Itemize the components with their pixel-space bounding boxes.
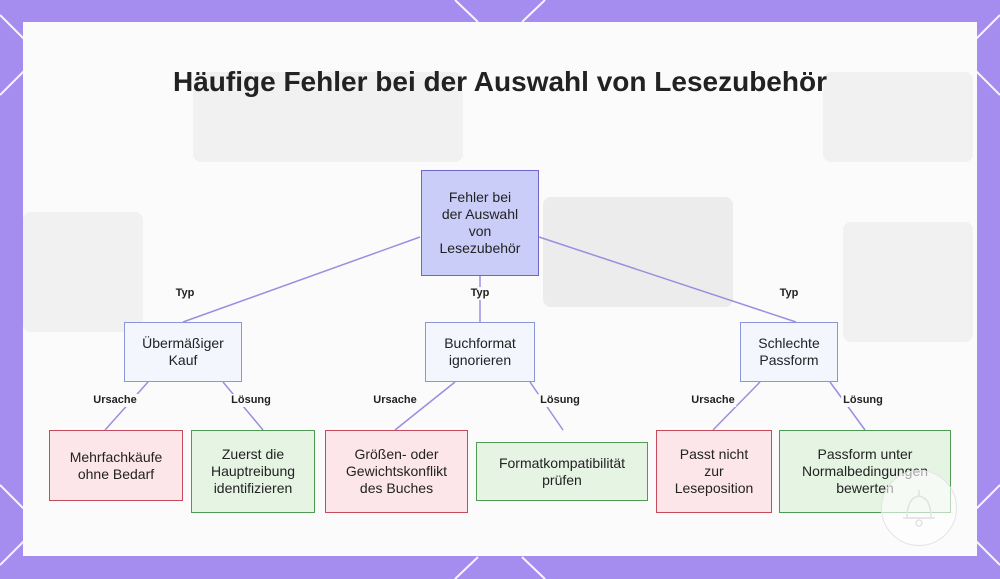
edge-label-cause-3: Ursache [689,394,737,407]
cause-node-poor-fit: Passt nicht zur Leseposition [656,430,772,513]
branch-node-label: Übermäßiger Kauf [142,335,224,368]
cause-node-book-format: Größen- oder Gewichtskonflikt des Buches [325,430,468,513]
fix-node-overbuying: Zuerst die Hauptreibung identifizieren [191,430,315,513]
fix-node-label: Zuerst die Hauptreibung identifizieren [210,446,296,496]
cause-node-overbuying: Mehrfachkäufe ohne Bedarf [49,430,183,501]
cause-node-label: Passt nicht zur Leseposition [674,446,754,496]
branch-node-overbuying: Übermäßiger Kauf [124,322,242,382]
diagram-card: Häufige Fehler bei der Auswahl von Lesez… [23,22,977,556]
root-node-label: Fehler bei der Auswahl von Lesezubehör [439,189,521,256]
edge-label-type-3: Typ [777,287,801,300]
fix-node-book-format: Formatkompatibilität prüfen [476,442,648,501]
background-panel [543,197,733,307]
edge-root-branch-1 [182,236,421,323]
cause-node-label: Mehrfachkäufe ohne Bedarf [69,448,163,482]
background-panel [843,222,973,342]
background-panel [823,72,973,162]
edge-label-type-1: Typ [173,287,197,300]
cause-node-label: Größen- oder Gewichtskonflikt des Buches [345,446,448,496]
fix-node-label: Formatkompatibilität prüfen [498,454,626,488]
edge-root-branch-3 [538,236,797,323]
branch-node-book-format: Buchformat ignorieren [425,322,535,382]
branch-node-label: Schlechte Passform [758,335,820,368]
background-panel [193,72,463,162]
edge-label-fix-2: Lösung [538,394,582,407]
edge-label-fix-1: Lösung [229,394,273,407]
edge-label-type-2: Typ [468,287,492,300]
background-panel [23,212,143,332]
branch-node-poor-fit: Schlechte Passform [740,322,838,382]
edge-label-cause-2: Ursache [371,394,419,407]
branch-node-label: Buchformat ignorieren [444,335,516,368]
watermark-bell-icon [881,470,957,546]
page-title: Häufige Fehler bei der Auswahl von Lesez… [173,66,827,97]
edge-label-fix-3: Lösung [841,394,885,407]
fix-node-label: Passform unter Normalbedingungen bewerte… [801,446,929,496]
fix-node-poor-fit: Passform unter Normalbedingungen bewerte… [779,430,951,513]
edge-label-cause-1: Ursache [91,394,139,407]
root-node: Fehler bei der Auswahl von Lesezubehör [421,170,539,276]
edge-branch-2-cause [394,381,456,431]
